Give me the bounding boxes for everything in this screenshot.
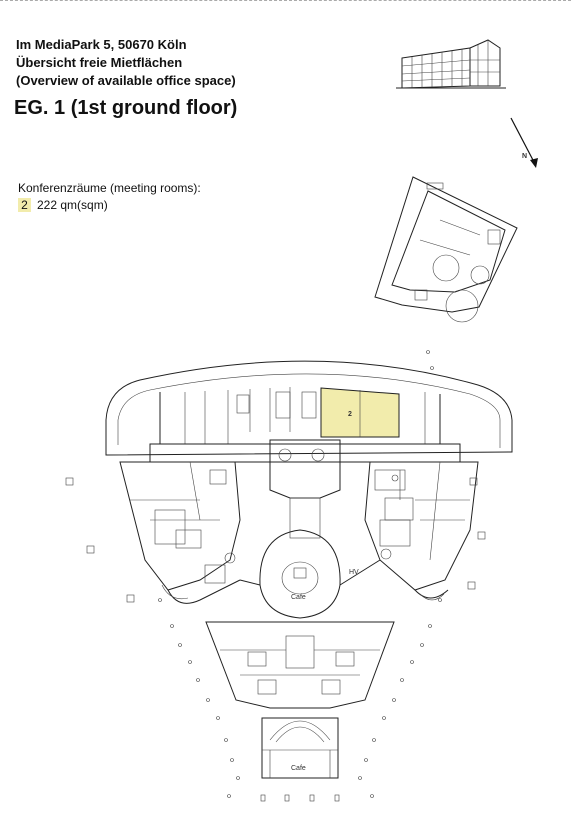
floor-title: EG. 1 (1st ground floor): [14, 97, 238, 119]
meeting-room-label: 2: [348, 411, 352, 418]
legend-item-number: 2: [18, 198, 31, 212]
subtitle-english: (Overview of available office space): [16, 73, 236, 88]
header: Im MediaPark 5, 50670 Köln Übersicht fre…: [16, 36, 236, 90]
main-floor-plan: 2: [65, 350, 513, 802]
building-illustration: [396, 39, 506, 89]
legend-item: 2 222 qm(sqm): [18, 198, 201, 212]
address-line: Im MediaPark 5, 50670 Köln: [16, 37, 187, 52]
site-markers: [65, 350, 486, 802]
legend: Konferenzräume (meeting rooms): 2 222 qm…: [18, 181, 201, 212]
label-hv: HV: [349, 569, 359, 576]
overview-mini-plan: [374, 176, 518, 323]
north-label: N: [522, 153, 527, 160]
label-cafe-upper: Cafe: [291, 594, 306, 601]
north-arrow-icon: N: [510, 117, 538, 168]
subtitle-german: Übersicht freie Mietflächen: [16, 55, 183, 70]
top-border: [0, 0, 571, 3]
label-cafe-lower: Cafe: [291, 765, 306, 772]
legend-item-area: 222 qm(sqm): [37, 198, 108, 212]
legend-heading: Konferenzräume (meeting rooms):: [18, 181, 201, 195]
